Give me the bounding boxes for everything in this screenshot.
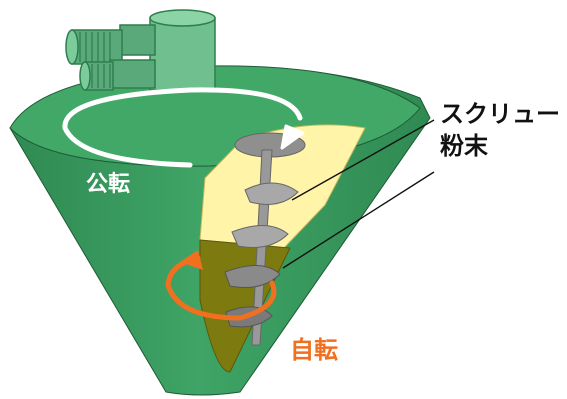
powder-pointer-line [282, 171, 435, 269]
motor-icon [65, 9, 216, 91]
screw-label: スクリュー [440, 100, 560, 128]
screw-pointer-line [291, 119, 435, 201]
rotation-arrow-icon [165, 250, 277, 321]
powder-label: 粉末 [440, 132, 489, 160]
revolution-arrow-icon [62, 87, 305, 168]
rotation-label: 自転 [290, 336, 338, 364]
revolution-label: 公転 [86, 171, 130, 197]
